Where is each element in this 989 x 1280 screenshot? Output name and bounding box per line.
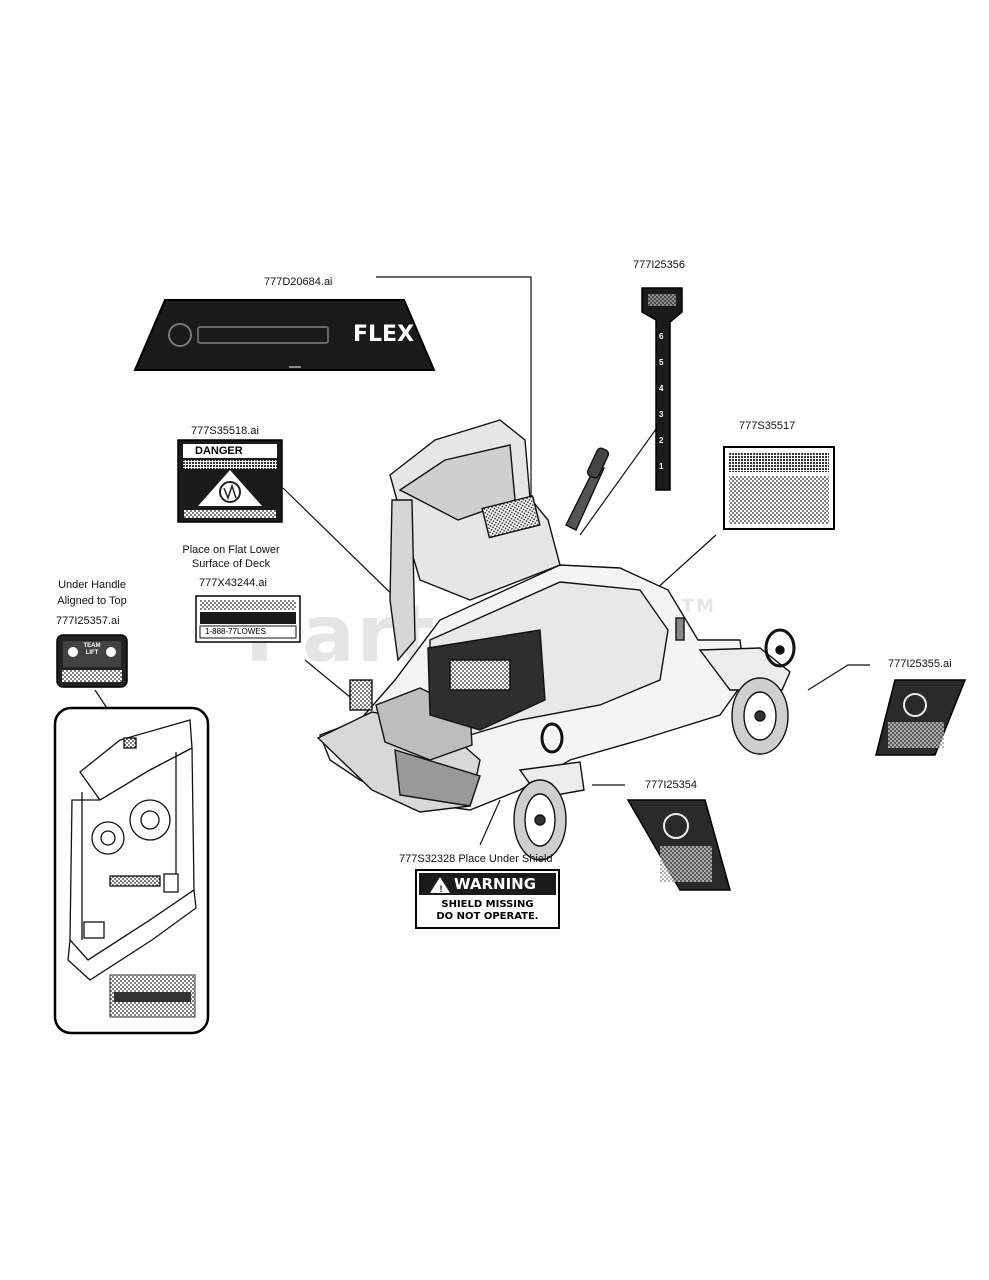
label-danger-decal: 777S35518.ai [191,425,259,437]
left-wheel-decal [626,799,731,891]
scale-number: 6 [659,332,664,341]
label-left-wheel-decal: 777I25354 [645,779,697,791]
label-warning-shield-decal: 777S32328 Place Under Shield [399,853,553,865]
scale-number: 4 [659,384,664,393]
flex-brand-text: FLEX [353,322,415,347]
label-team-lift-decal: 777I25357.ai [56,615,120,627]
danger-decal [177,439,283,523]
mower-illustration [316,419,796,861]
warning-shield-decal: ! [415,869,560,929]
height-scale-decal [641,287,683,491]
scale-number: 2 [659,436,664,445]
scale-number: 5 [659,358,664,367]
leader-flex-brand [376,276,532,505]
flex-brand-decal [133,299,436,371]
warning-header-text: WARNING [454,875,537,893]
leader-height-scale [579,417,665,536]
leader-service [304,659,357,703]
right-wheel-decal [875,679,967,756]
label-place-flat-lower-1: Place on Flat Lower [182,544,280,556]
label-flex-brand-decal: 777D20684.ai [264,276,333,288]
shield-missing-text: SHIELD MISSING [441,899,534,910]
team-lift-decal [56,634,128,688]
label-operation-decal: 777S35517 [739,420,796,432]
leader-operation [654,534,717,591]
handle-detail-inset [53,706,210,1035]
team-lift-text-1: TEAM [83,643,101,649]
leader-warning-shield [479,799,501,846]
team-lift-text-2: LIFT [85,650,99,656]
label-under-handle-2: Aligned to Top [57,595,127,607]
label-under-handle-1: Under Handle [58,579,126,591]
label-place-flat-lower-2: Surface of Deck [191,558,271,570]
danger-header-text: DANGER [195,445,243,457]
do-not-operate-text: DO NOT OPERATE. [436,911,539,922]
leader-danger [282,487,409,611]
operation-decal [723,446,835,530]
label-height-scale-decal: 777I25356 [633,259,685,271]
scale-number: 3 [659,410,664,419]
label-right-wheel-decal: 777I25355.ai [888,658,952,670]
scale-number: 1 [659,462,664,471]
svg-text:!: ! [440,884,443,894]
service-decal [195,595,301,643]
label-service-decal: 777X43244.ai [199,577,267,589]
leader-right-wheel [807,664,870,691]
service-phone-text: 1-888-77LOWES [205,627,266,636]
